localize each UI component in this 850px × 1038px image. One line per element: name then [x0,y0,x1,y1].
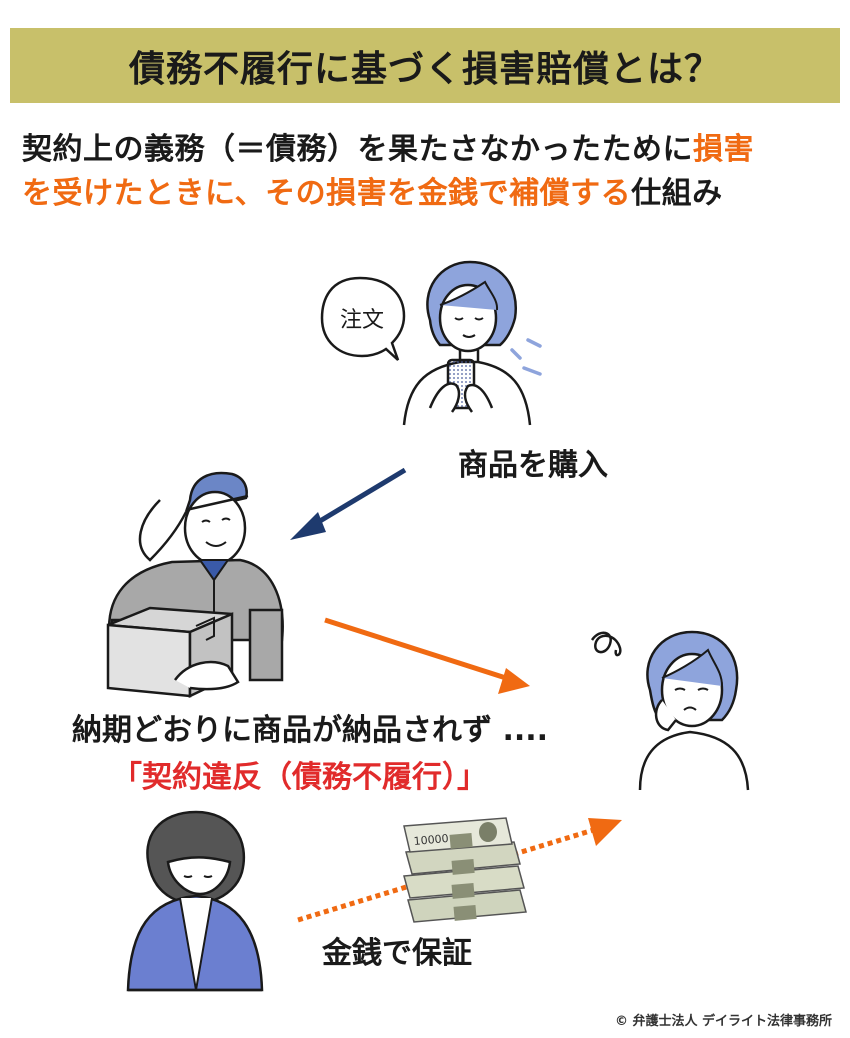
lead-line-2: を受けたときに、その損害を金銭で補償する仕組み [22,172,832,216]
copyright: © 弁護士法人 デイライト法律事務所 [614,1014,832,1029]
lead-line1-text: 契約上の義務（＝債務）を果たさなかったために [22,132,693,167]
banknote-text: 10000 [413,832,449,848]
label-delay: 納期どおりに商品が納品されず .... [72,713,549,748]
label-money: 金銭で保証 [322,936,472,971]
bowing-person-figure [126,810,264,992]
worried-customer-figure [590,630,750,791]
customer-ordering-figure [402,260,542,426]
title-bar: 債務不履行に基づく損害賠償とは？ [10,28,840,103]
money-stack-icon: 10000 [403,817,527,923]
lead-line-1: 契約上の義務（＝債務）を果たさなかったために損害 [22,128,832,172]
label-breach: 「契約違反（債務不履行）」 [112,760,487,795]
speech-bubble-text: 注文 [340,308,384,333]
page-title: 債務不履行に基づく損害賠償とは？ [128,48,721,90]
speech-bubble: 注文 [320,276,406,361]
lead-line2-text: 仕組み [631,176,723,211]
orange-arrow [324,617,530,694]
cardboard-box [106,606,240,698]
lead-line1-highlight: 損害 [693,132,754,167]
lead-line2-highlight: を受けたときに、その損害を金銭で補償する [22,176,632,211]
lead-text: 契約上の義務（＝債務）を果たさなかったために損害 を受けたときに、その損害を金銭… [22,128,832,216]
navy-arrow [290,467,407,540]
label-buy: 商品を購入 [458,448,608,483]
